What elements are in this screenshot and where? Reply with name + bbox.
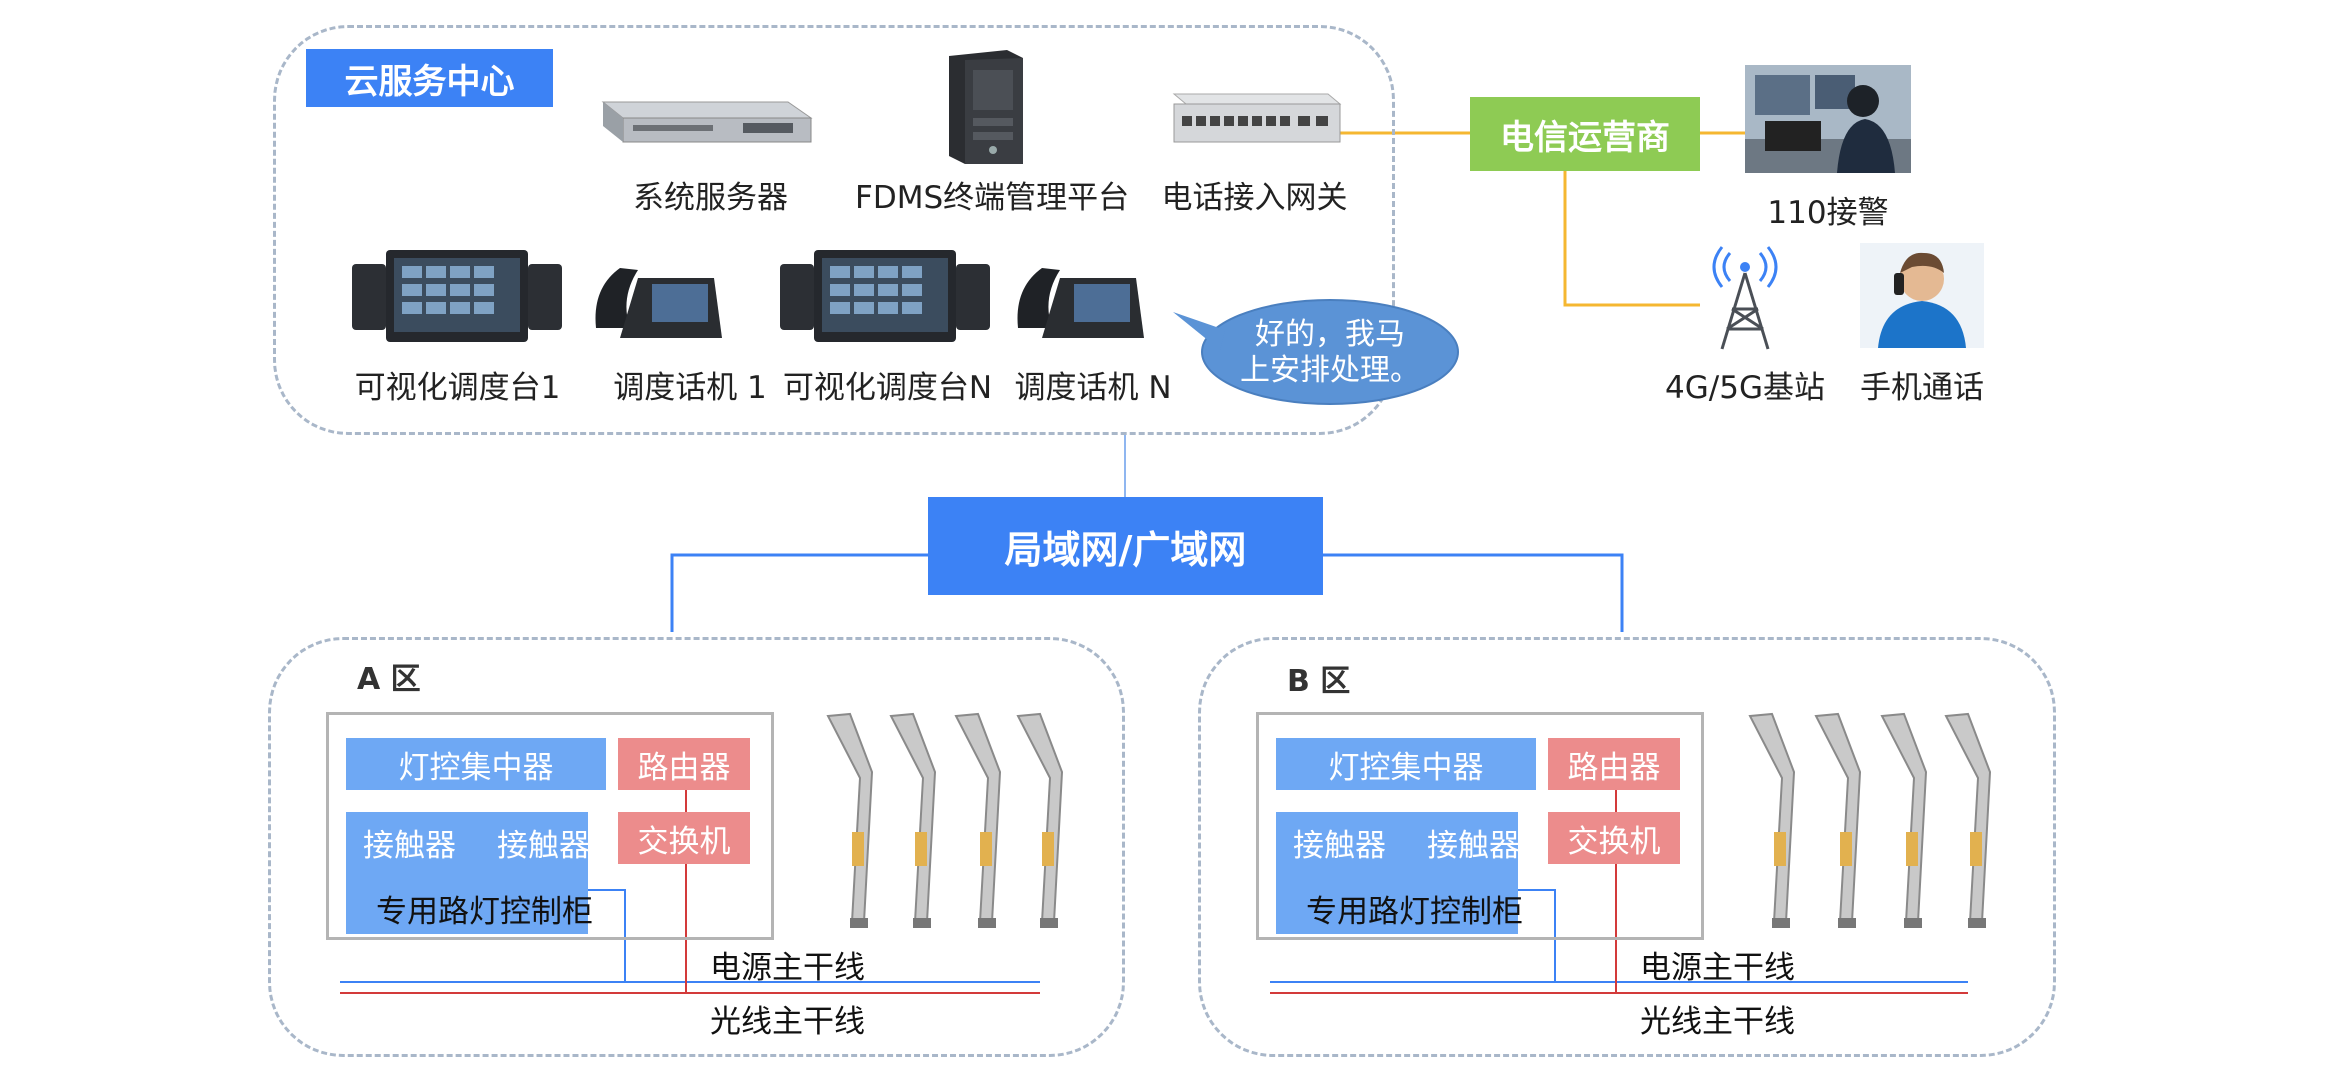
base-station-label: 4G/5G基站	[1665, 370, 1825, 406]
zone-a-contactor-2: 接触器	[497, 828, 590, 864]
streetlight-icon	[820, 712, 888, 930]
zone-b-switch: 交换机	[1548, 812, 1680, 864]
dispatch-console-n-label: 可视化调度台N	[782, 370, 993, 406]
police-110-label: 110接警	[1767, 195, 1889, 231]
zone-b-control-cabinet-frame	[1256, 712, 1704, 940]
zone-a-region	[268, 637, 1125, 1057]
zone-a-title: A 区	[357, 662, 421, 697]
zone-a-control-cabinet-frame	[326, 712, 774, 940]
zone-a-power-trunk-label: 电源主干线	[710, 950, 865, 986]
dispatch-phone-icon	[590, 258, 730, 342]
streetlight-icon	[883, 712, 951, 930]
dispatch-phone-1-label: 调度话机 1	[613, 370, 767, 406]
zone-b-power-trunk-label: 电源主干线	[1640, 950, 1795, 986]
zone-a-contactor-1: 接触器	[363, 828, 456, 864]
speech-bubble-icon	[1165, 290, 1465, 408]
mobile-caller-icon	[1860, 243, 1984, 348]
speech-bubble-line2: 上安排处理。	[1240, 353, 1420, 388]
tower-server-icon	[945, 48, 1027, 166]
dispatch-console-1-label: 可视化调度台1	[354, 370, 561, 406]
zone-b-region	[1198, 637, 2056, 1057]
streetlight-icon	[948, 712, 1016, 930]
zone-b-contactor-1: 接触器	[1293, 828, 1386, 864]
streetlight-icon	[1010, 712, 1078, 930]
streetlight-icon	[1808, 712, 1876, 930]
zone-b-title: B 区	[1287, 664, 1351, 699]
dispatch-phone-n-label: 调度话机 N	[1014, 370, 1172, 406]
network-box: 局域网/广域网	[928, 497, 1323, 595]
zone-a-fiber-trunk-label: 光线主干线	[710, 1004, 865, 1040]
zone-b-contactor-2: 接触器	[1427, 828, 1520, 864]
dispatch-console-icon	[778, 246, 993, 346]
telecom-operator-box: 电信运营商	[1470, 97, 1700, 171]
zone-a-router: 路由器	[618, 738, 750, 790]
speech-bubble-line1: 好的，我马	[1255, 317, 1405, 352]
gateway-icon	[1168, 90, 1343, 146]
zone-b-router: 路由器	[1548, 738, 1680, 790]
zone-a-switch: 交换机	[618, 812, 750, 864]
zone-b-light-concentrator: 灯控集中器	[1276, 738, 1536, 790]
rack-server-icon	[593, 90, 818, 160]
zone-a-cabinet-label: 专用路灯控制柜	[376, 894, 593, 930]
zone-b-cabinet-box	[1276, 812, 1518, 934]
streetlight-icon	[1742, 712, 1810, 930]
streetlight-icon	[1874, 712, 1942, 930]
zone-b-cabinet-label: 专用路灯控制柜	[1306, 894, 1523, 930]
zone-a-cabinet-box	[346, 812, 588, 934]
zone-a-light-concentrator: 灯控集中器	[346, 738, 606, 790]
rack-server-label: 系统服务器	[633, 180, 788, 216]
cloud-service-region	[273, 25, 1395, 435]
dispatch-console-icon	[350, 246, 565, 346]
phone-gateway-label: 电话接入网关	[1161, 180, 1348, 216]
cloud-service-title: 云服务中心	[306, 49, 553, 107]
mobile-call-label: 手机通话	[1860, 370, 1984, 406]
fdms-platform-label: FDMS终端管理平台	[855, 180, 1130, 216]
zone-b-fiber-trunk-label: 光线主干线	[1640, 1004, 1795, 1040]
cell-tower-icon	[1700, 245, 1790, 350]
police-operator-icon	[1745, 65, 1911, 173]
streetlight-icon	[1938, 712, 2006, 930]
dispatch-phone-icon	[1012, 258, 1152, 342]
